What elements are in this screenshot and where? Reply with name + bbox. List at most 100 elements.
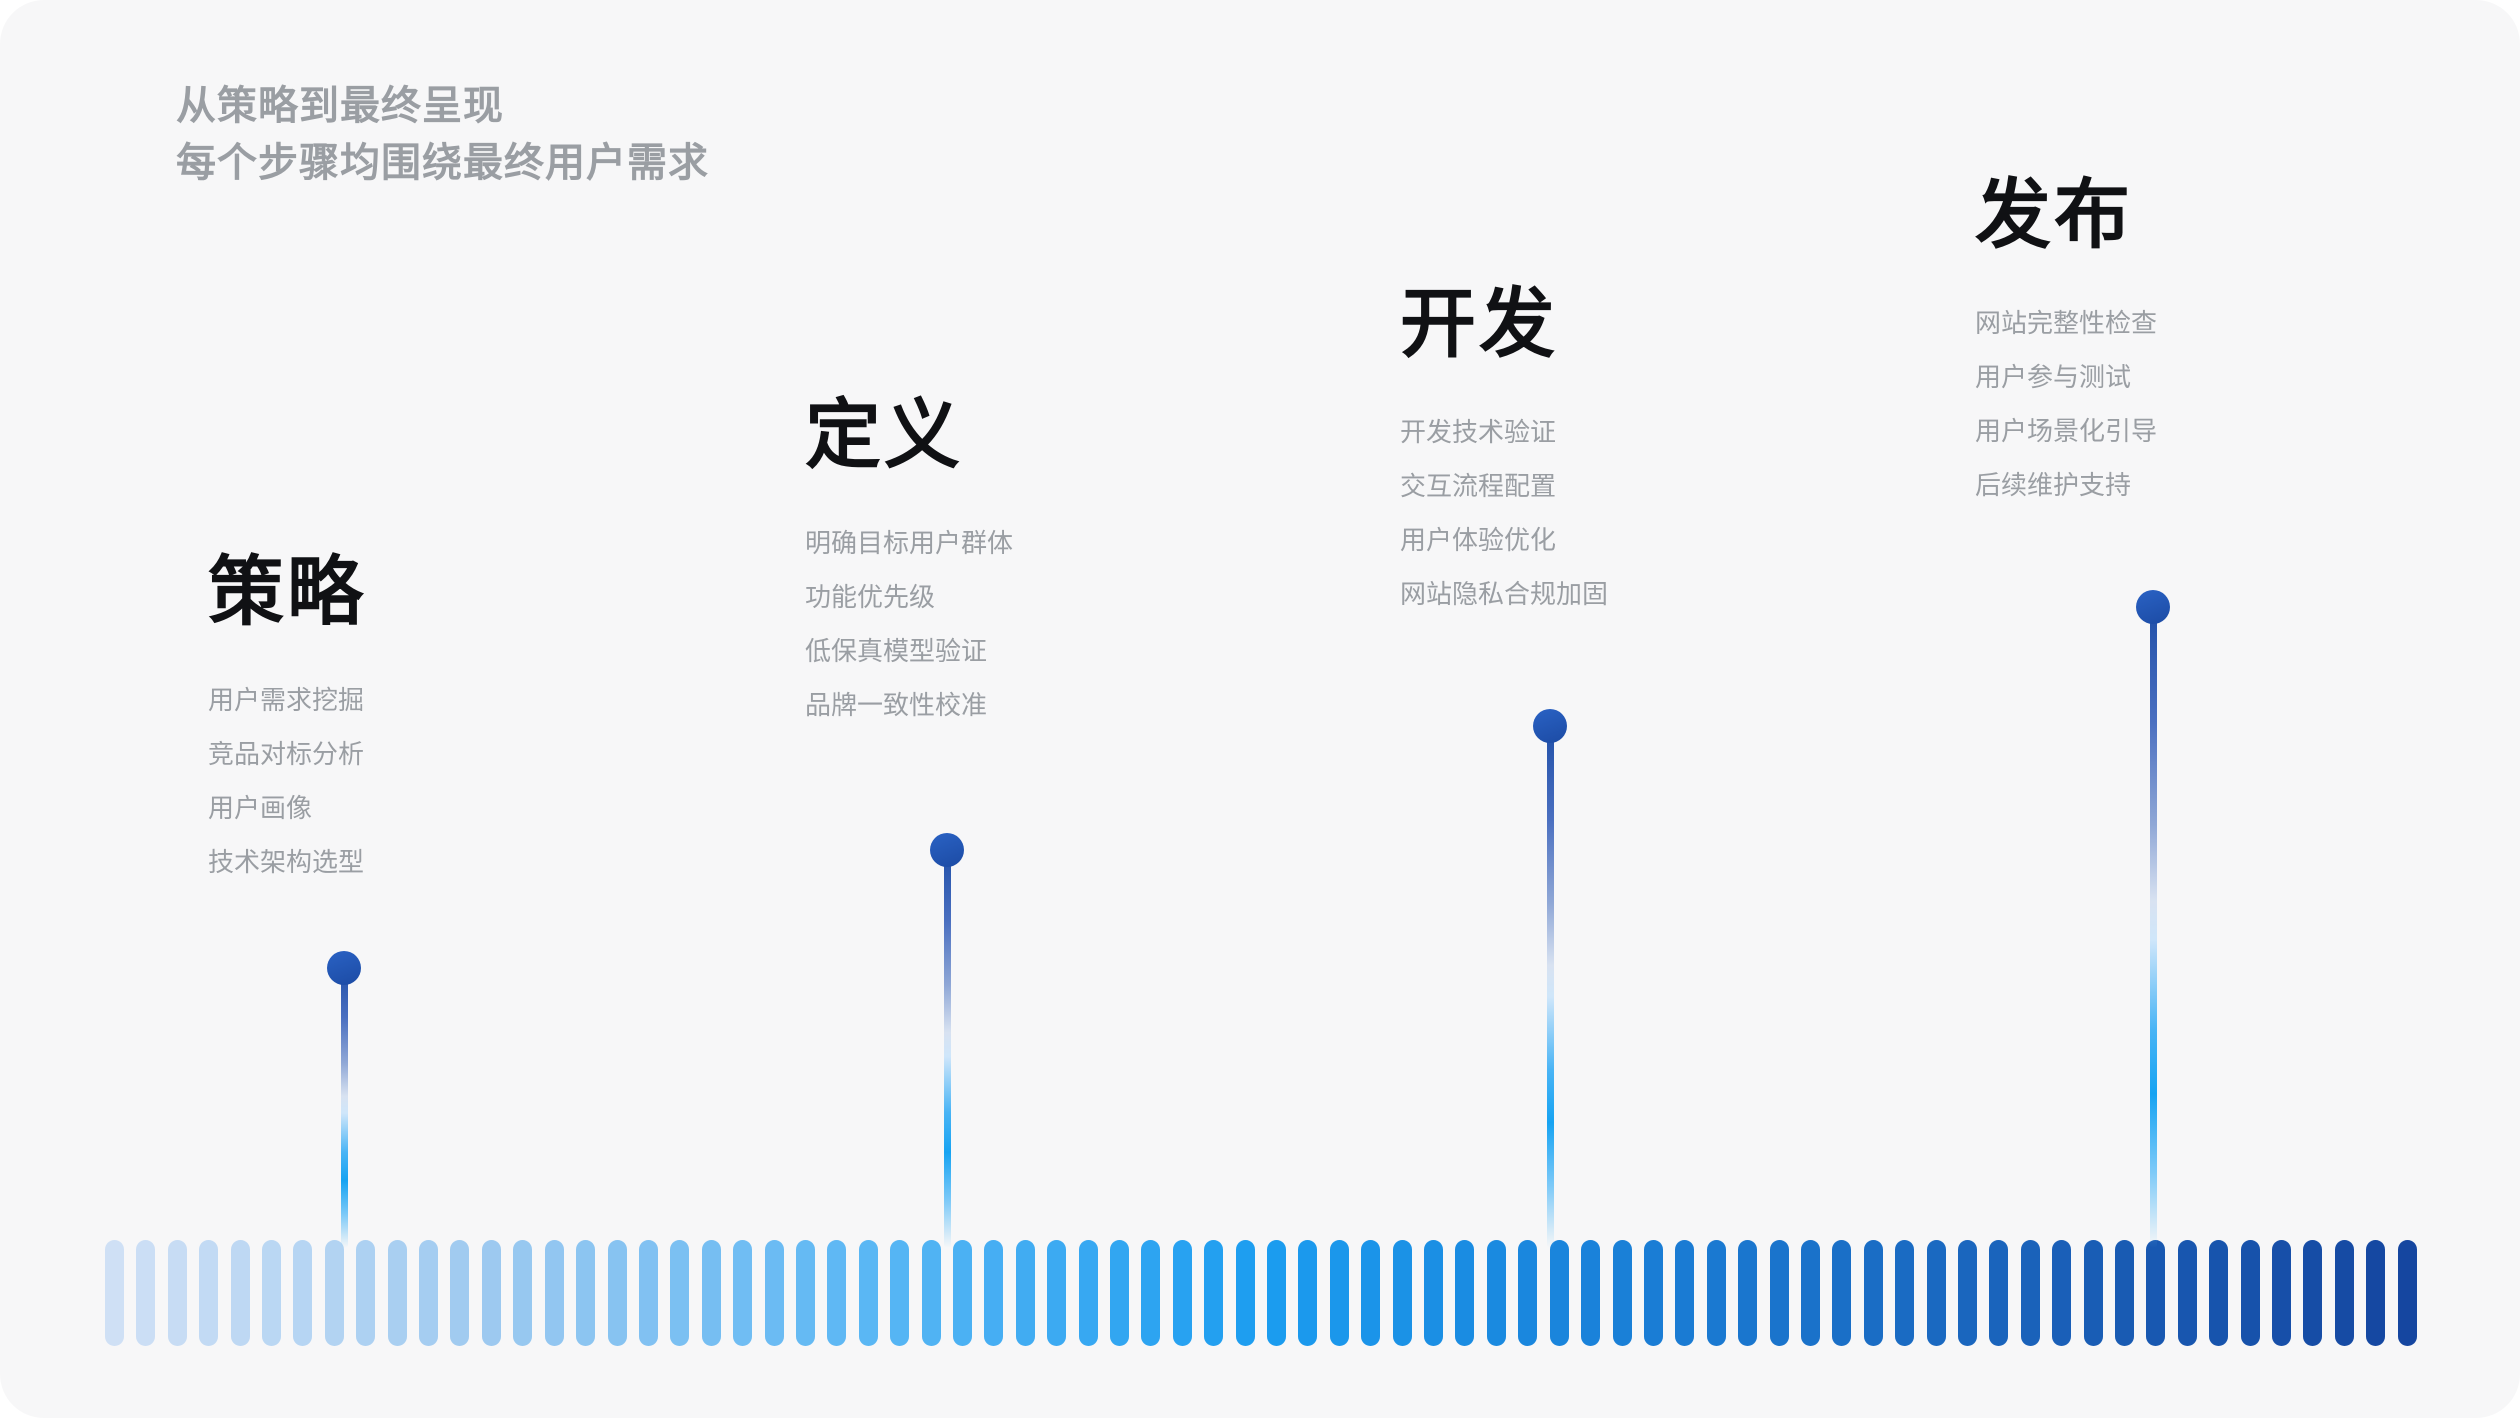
chart-bar [2083, 1240, 2103, 1346]
stage-column-2: 定义明确目标用户群体功能优先级低保真模型验证品牌一致性校准 [805, 393, 1013, 719]
chart-bar [1392, 1240, 1412, 1346]
stage-item: 开发技术验证 [1400, 417, 1557, 447]
chart-bar [1455, 1240, 1475, 1346]
stage-item: 低保真模型验证 [805, 636, 988, 666]
chart-bar [1675, 1240, 1695, 1346]
chart-bar [2177, 1240, 2197, 1346]
chart-bar [2334, 1240, 2354, 1346]
chart-bar [1957, 1240, 1977, 1346]
chart-bar [1643, 1240, 1663, 1346]
chart-bar [513, 1240, 533, 1346]
stage-column-3: 开发开发技术验证交互流程配置用户体验优化网站隐私合规加固 [1400, 282, 1608, 608]
stage-item: 用户需求挖掘 [208, 685, 365, 715]
stage-item: 后续维护支持 [1975, 470, 2132, 500]
chart-bar [2020, 1240, 2040, 1346]
stage-item: 功能优先级 [805, 582, 936, 612]
chart-bar [921, 1240, 941, 1346]
chart-bar [858, 1240, 878, 1346]
stage-item: 明确目标用户群体 [805, 528, 1014, 558]
stage-title: 定义 [805, 393, 963, 478]
chart-bar [670, 1240, 690, 1346]
stage-item: 用户参与测试 [1975, 362, 2132, 392]
chart-bar [544, 1240, 564, 1346]
stage-item: 网站完整性检查 [1975, 308, 2158, 338]
chart-bar [1581, 1240, 1601, 1346]
chart-bar [984, 1240, 1004, 1346]
chart-bar [387, 1240, 407, 1346]
chart-bar [2146, 1240, 2166, 1346]
marker-dot-icon[interactable] [327, 951, 361, 985]
stage-item: 竞品对标分析 [208, 739, 365, 769]
marker-stem [2149, 606, 2157, 1248]
chart-bar [1989, 1240, 2009, 1346]
chart-bar [324, 1240, 344, 1346]
stage-item: 技术架构选型 [208, 847, 365, 877]
chart-bar [1235, 1240, 1255, 1346]
chart-bar [1863, 1240, 1883, 1346]
chart-bar [733, 1240, 753, 1346]
stage-item-list: 用户需求挖掘竞品对标分析用户画像技术架构选型 [208, 687, 366, 875]
stage-item: 用户画像 [208, 793, 313, 823]
chart-bar [1612, 1240, 1632, 1346]
stage-item: 品牌一致性校准 [805, 690, 988, 720]
chart-bar [2303, 1240, 2323, 1346]
marker-dot-icon[interactable] [930, 833, 964, 867]
stage-column-1: 策略用户需求挖掘竞品对标分析用户画像技术架构选型 [208, 550, 366, 876]
chart-bar [952, 1240, 972, 1346]
marker-stem [943, 849, 951, 1248]
chart-bar [1267, 1240, 1287, 1346]
chart-bar [638, 1240, 658, 1346]
baseline-bar-chart [105, 1240, 2417, 1346]
stage-item: 网站隐私合规加固 [1400, 579, 1609, 609]
chart-bar [2272, 1240, 2292, 1346]
chart-bar [1361, 1240, 1381, 1346]
chart-bar [1738, 1240, 1758, 1346]
chart-bar [701, 1240, 721, 1346]
chart-bar [764, 1240, 784, 1346]
chart-bar [1832, 1240, 1852, 1346]
chart-bar [2366, 1240, 2386, 1346]
marker-stem [340, 967, 348, 1248]
header: 从策略到最终呈现 每个步骤均围绕最终用户需求 [176, 78, 1076, 192]
chart-bar [1015, 1240, 1035, 1346]
chart-bar [105, 1240, 124, 1346]
stage-item: 用户体验优化 [1400, 525, 1557, 555]
chart-bar [1110, 1240, 1129, 1346]
marker-dot-icon[interactable] [1533, 709, 1567, 743]
chart-bar [1329, 1240, 1349, 1346]
chart-bar [1549, 1240, 1569, 1346]
chart-bar [2115, 1240, 2134, 1346]
stage-item-list: 开发技术验证交互流程配置用户体验优化网站隐私合规加固 [1400, 419, 1608, 607]
chart-bar [1486, 1240, 1506, 1346]
chart-bar [795, 1240, 815, 1346]
chart-bar [1926, 1240, 1946, 1346]
stage-item-list: 网站完整性检查用户参与测试用户场景化引导后续维护支持 [1975, 310, 2157, 498]
chart-bar [262, 1240, 282, 1346]
chart-bar [199, 1240, 219, 1346]
chart-bar [827, 1240, 847, 1346]
chart-bar [2209, 1240, 2229, 1346]
chart-bar [2397, 1240, 2417, 1346]
chart-bar [419, 1240, 439, 1346]
chart-bar [890, 1240, 910, 1346]
stage-item: 交互流程配置 [1400, 471, 1557, 501]
stage-title: 发布 [1975, 173, 2133, 258]
chart-bar [1706, 1240, 1726, 1346]
chart-bar [1518, 1240, 1538, 1346]
chart-bar [576, 1240, 596, 1346]
stage-item-list: 明确目标用户群体功能优先级低保真模型验证品牌一致性校准 [805, 530, 1013, 718]
chart-bar [1172, 1240, 1192, 1346]
marker-dot-icon[interactable] [2136, 590, 2170, 624]
chart-bar [1047, 1240, 1067, 1346]
chart-bar [230, 1240, 250, 1346]
chart-bar [1800, 1240, 1820, 1346]
chart-bar [293, 1240, 313, 1346]
chart-bar [1204, 1240, 1224, 1346]
stage-title: 策略 [208, 550, 366, 635]
chart-bar [167, 1240, 187, 1346]
chart-bar [1298, 1240, 1318, 1346]
marker-stem [1546, 725, 1554, 1248]
stage-title: 开发 [1400, 282, 1558, 367]
chart-bar [1424, 1240, 1444, 1346]
